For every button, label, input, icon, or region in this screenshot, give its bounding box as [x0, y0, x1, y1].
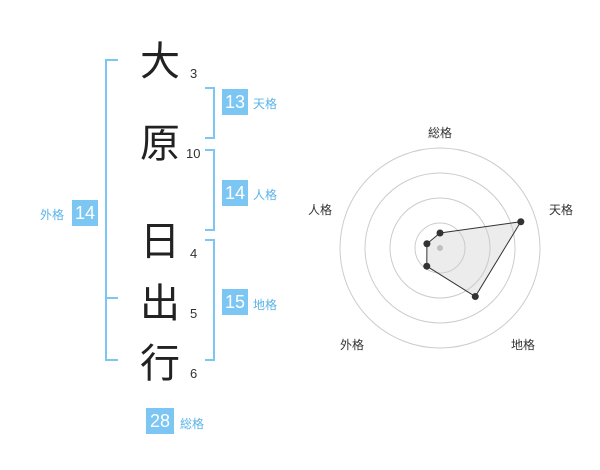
gaikaku-bracket [105, 59, 118, 361]
stroke-count-2: 10 [186, 146, 201, 161]
jinkaku-value: 14 [222, 180, 248, 206]
jinkaku-label: 人格 [253, 188, 278, 202]
radar-label-tenkaku: 天格 [549, 203, 574, 217]
radar-label-chikaku: 地格 [511, 338, 536, 352]
name-char-3: 日 [140, 219, 180, 265]
radar-label-soukaku: 総格 [428, 126, 453, 140]
radar-label-gaikaku: 外格 [340, 338, 365, 352]
radar-point-2 [471, 293, 479, 301]
chikaku-label: 地格 [253, 298, 278, 312]
tenkaku-label: 天格 [253, 97, 278, 111]
radar-point-3 [423, 262, 431, 270]
tenkaku-bracket [205, 87, 215, 139]
name-char-4: 出 [140, 281, 180, 327]
tenkaku-value: 13 [222, 89, 248, 115]
stroke-count-4: 5 [190, 306, 198, 321]
name-char-1: 大 [140, 39, 180, 85]
radar-center [437, 245, 443, 251]
gaikaku-value: 14 [72, 200, 98, 226]
radar-ring-4 [339, 147, 541, 349]
chikaku-value: 15 [222, 289, 248, 315]
name-char-2: 原 [140, 121, 180, 167]
chikaku-bracket [205, 239, 215, 361]
radar-ring-3 [364, 172, 516, 324]
soukaku-value: 28 [146, 408, 174, 434]
soukaku-label: 総格 [180, 417, 205, 431]
radar-ring-1 [414, 222, 466, 274]
radar-point-1 [517, 218, 525, 226]
radar-point-0 [436, 229, 444, 237]
jinkaku-bracket [205, 149, 215, 231]
stroke-count-5: 6 [190, 366, 198, 381]
radar-point-4 [423, 240, 431, 248]
radar-ring-2 [389, 197, 491, 299]
name-char-5: 行 [140, 341, 180, 387]
radar-label-jinkaku: 人格 [308, 203, 333, 217]
stroke-count-1: 3 [190, 66, 198, 81]
stroke-count-3: 4 [190, 246, 198, 261]
gaikaku-label: 外格 [40, 208, 65, 222]
